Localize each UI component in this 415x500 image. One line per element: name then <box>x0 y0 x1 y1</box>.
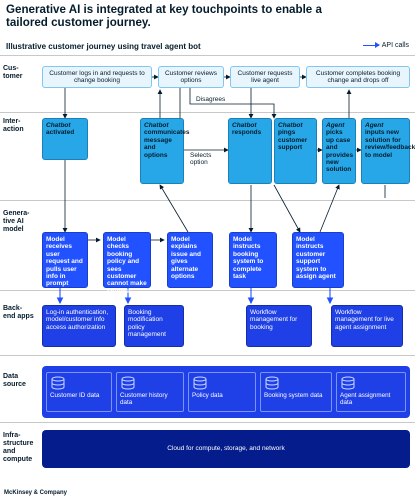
infrastructure-cloud: Cloud for compute, storage, and network <box>42 430 410 468</box>
page-title: Generative AI is integrated at key touch… <box>6 3 322 29</box>
row-label-genai: Genera- tive AI model <box>3 210 30 233</box>
divider <box>0 290 415 291</box>
database-icon <box>341 376 355 390</box>
legend: API calls <box>362 42 409 49</box>
genai-step-instruct-booking: Model instructs booking system to comple… <box>229 232 277 288</box>
row-label-backend: Back- end apps <box>3 305 34 320</box>
divider <box>0 112 415 113</box>
data-source-policy: Policy data <box>188 372 256 412</box>
divider <box>0 422 415 423</box>
interaction-chatbot-communicates: Chatbot communicates message and options <box>140 118 190 184</box>
database-icon <box>121 376 135 390</box>
customer-step-live-agent: Customer requests live agent <box>230 66 300 88</box>
interaction-chatbot-pings-support: Chatbot pings customer support <box>274 118 317 184</box>
row-label-infra: Infra- structure and compute <box>3 432 34 463</box>
row-label-datasource: Data source <box>3 373 26 388</box>
database-icon <box>51 376 65 390</box>
divider <box>0 355 415 356</box>
database-icon <box>265 376 279 390</box>
customer-step-review: Customer reviews options <box>158 66 224 88</box>
interaction-chatbot-responds: Chatbot responds <box>228 118 272 184</box>
data-source-booking-system: Booking system data <box>260 372 332 412</box>
genai-step-explain-options: Model explains issue and gives alternate… <box>167 232 213 288</box>
data-source-customer-history: Customer history data <box>116 372 184 412</box>
note-selects-option: Selects option <box>190 152 212 166</box>
genai-step-receive-request: Model receives user request and pulls us… <box>42 232 88 288</box>
interaction-chatbot-activated: Chatbot activated <box>42 118 88 160</box>
backend-workflow-booking: Workflow management for booking <box>246 305 312 347</box>
note-disagrees: Disagrees <box>196 96 226 103</box>
genai-step-check-policy: Model checks booking policy and sees cus… <box>103 232 151 295</box>
interaction-agent-feedback: Agent inputs new solution for review/fee… <box>361 118 415 184</box>
database-icon <box>193 376 207 390</box>
backend-workflow-agent: Workflow management for live agent assig… <box>331 305 403 347</box>
data-source-agent-assignment: Agent assignment data <box>336 372 406 412</box>
data-source-customer-id: Customer ID data <box>46 372 112 412</box>
row-label-interaction: Inter- action <box>3 118 24 133</box>
divider <box>0 55 415 56</box>
backend-booking-policy: Booking modification policy management <box>124 305 184 347</box>
footer-credit: McKinsey & Company <box>4 490 68 496</box>
legend-label: API calls <box>381 42 409 49</box>
arrow-icon <box>362 42 380 47</box>
row-label-customer: Cus- tomer <box>3 65 23 80</box>
customer-step-login: Customer logs in and requests to change … <box>42 66 152 88</box>
interaction-agent-solution: Agent picks up case and provides new sol… <box>322 118 356 184</box>
diagram-subtitle: Illustrative customer journey using trav… <box>6 42 201 51</box>
genai-step-assign-agent: Model instructs customer support system … <box>292 232 344 288</box>
divider <box>0 200 415 201</box>
customer-step-complete: Customer completes booking change and dr… <box>306 66 410 88</box>
backend-auth: Log-in authentication, model/customer in… <box>42 305 116 347</box>
